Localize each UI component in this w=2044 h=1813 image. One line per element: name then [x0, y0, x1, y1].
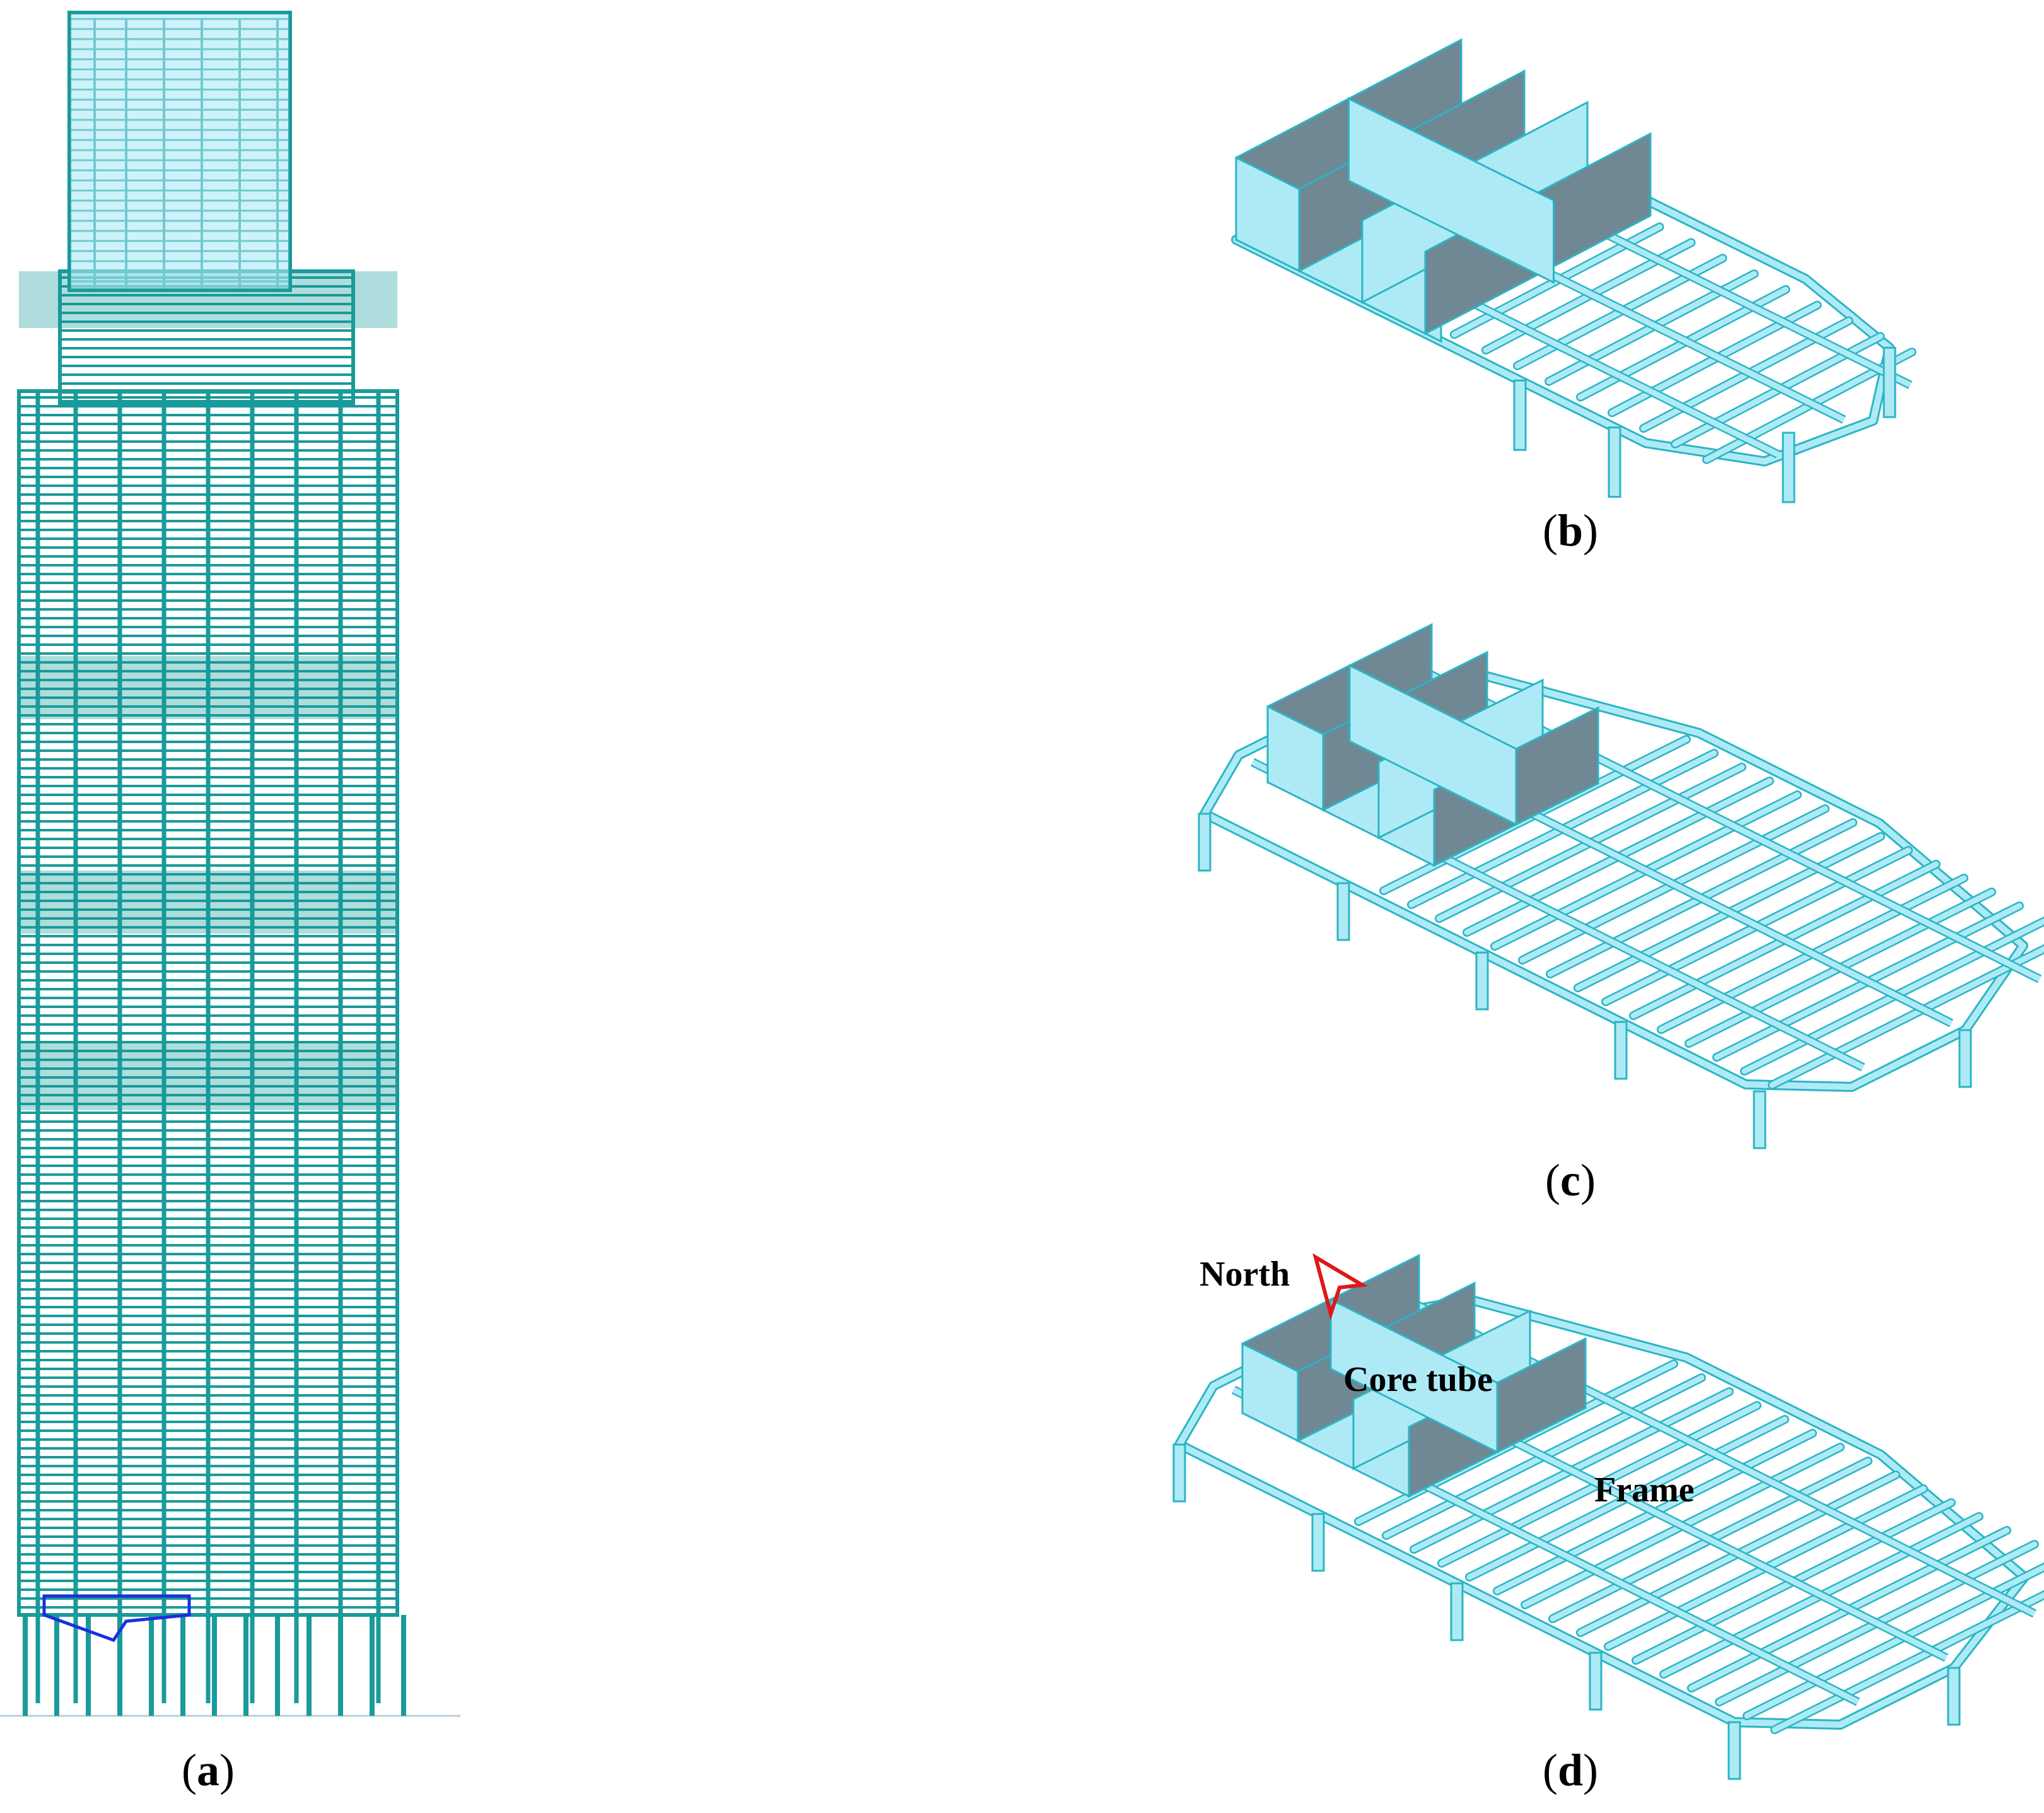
tower-wireframe-drawing [0, 11, 460, 1717]
highlighted-floor-outline [42, 1594, 191, 1643]
floor-members [1231, 38, 1917, 503]
floor-model-d-panel [1135, 1236, 2044, 1780]
floor-model-b-panel [1198, 38, 1955, 503]
caption-b: (b) [1542, 505, 1598, 556]
floor-c-drawing [1198, 623, 2044, 1149]
caption-d: (d) [1542, 1745, 1598, 1795]
caption-c: (c) [1545, 1155, 1596, 1206]
floor-b-drawing [1231, 38, 1917, 503]
tower-model-panel [0, 0, 479, 1741]
north-arrow-icon [1312, 1253, 1369, 1321]
floor-members [1198, 623, 2044, 1149]
floor-model-c-panel [1148, 623, 2044, 1149]
core-tube-label: Core tube [1343, 1360, 1493, 1399]
caption-a: (a) [182, 1745, 235, 1795]
floor-members [1172, 1253, 2044, 1780]
tower-frame-lines [0, 11, 460, 1717]
north-label: North [1200, 1255, 1290, 1294]
frame-label: Frame [1594, 1470, 1695, 1510]
floor-d-drawing [1172, 1253, 2044, 1780]
